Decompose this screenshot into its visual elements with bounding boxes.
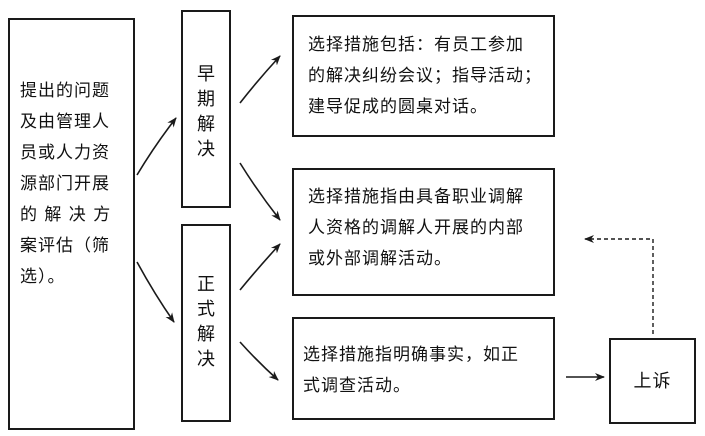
appeal-box [609,338,696,424]
arrow-early-to-top [239,55,281,104]
early-resolution-box [181,10,231,208]
arrow-to-formal [136,261,175,323]
problem-assessment-box [8,18,135,430]
arrow-appeal-return [584,235,654,334]
arrow-to-early [136,117,177,176]
option-box-meetings [292,15,555,137]
option-text-investigation: 选择措施指明确事实，如正 式调查活动。 [303,345,519,396]
early-resolution-label: 早 期 解 决 [197,64,215,160]
arrow-early-to-middle [239,162,281,221]
problem-assessment-text: 提出的问题 及由管理人 员或人力资 源部门开展 的 解 决 方 案评估（筛 选）… [20,81,112,287]
formal-resolution-box [181,224,231,422]
formal-resolution-label: 正 式 解 决 [197,274,215,370]
option-box-mediation [292,168,555,296]
option-text-mediation: 选择措施指由具备职业调解 人资格的调解人开展的内部 或外部调解活动。 [308,187,524,269]
option-text-meetings: 选择措施包括：有员工参加 的解决纠纷会议；指导活动； 建导促成的圆桌对话。 [308,35,542,117]
arrow-formal-to-middle [239,243,281,291]
arrow-formal-to-bottom [239,341,279,381]
option-box-investigation [292,317,555,420]
appeal-label: 上诉 [633,371,672,392]
